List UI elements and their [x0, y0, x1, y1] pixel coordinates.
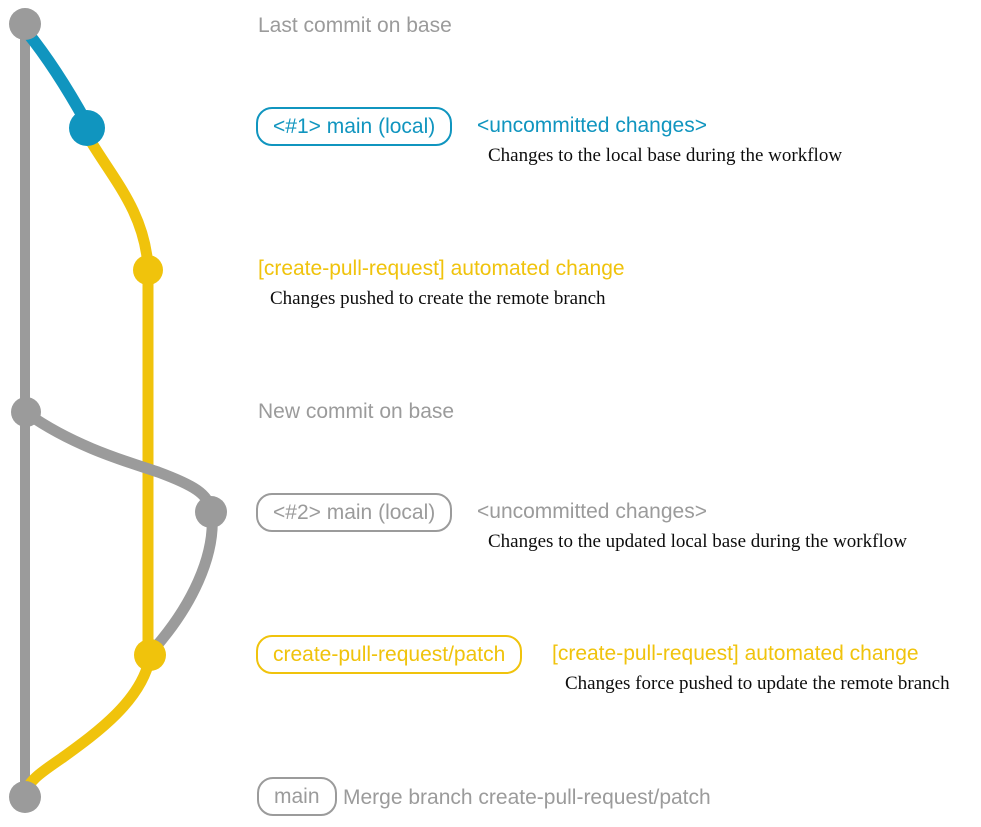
edge-rebase-to-patch: [148, 514, 218, 654]
label-uncommitted-changes-2: <uncommitted changes>: [477, 500, 707, 523]
label-automated-change-1: [create-pull-request] automated change: [258, 257, 625, 280]
badge-create-pull-request-patch: create-pull-request/patch: [256, 635, 523, 675]
commit-merge: [9, 781, 41, 813]
label-automated-change-2: [create-pull-request] automated change: [552, 642, 919, 665]
edge-local-main-1: [22, 28, 92, 125]
commit-last-on-base: [9, 8, 41, 40]
desc-local-base-changes-2: Changes to the updated local base during…: [488, 531, 907, 552]
commit-automated-change-1: [133, 255, 163, 285]
edge-patch-merge: [19, 655, 156, 797]
desc-local-base-changes-1: Changes to the local base during the wor…: [488, 145, 843, 166]
label-last-commit-on-base: Last commit on base: [258, 14, 452, 37]
commit-local-main-2: [195, 496, 227, 528]
badge-main-local-2: <#2> main (local): [256, 493, 453, 533]
badge-main-local-1: <#1> main (local): [256, 107, 453, 147]
commit-local-main-1: [69, 110, 105, 146]
label-new-commit-on-base: New commit on base: [258, 400, 455, 423]
commit-automated-change-2: [134, 639, 166, 671]
edge-local-main-2: [24, 409, 217, 513]
label-uncommitted-changes-1: <uncommitted changes>: [477, 114, 707, 137]
desc-push-create-branch: Changes pushed to create the remote bran…: [270, 288, 606, 309]
label-merge-branch: Merge branch create-pull-request/patch: [343, 786, 711, 809]
desc-force-push-update-branch: Changes force pushed to update the remot…: [565, 673, 950, 694]
commit-new-on-base: [11, 397, 41, 427]
edge-patch-branch: [85, 137, 154, 655]
badge-main: main: [257, 777, 337, 817]
